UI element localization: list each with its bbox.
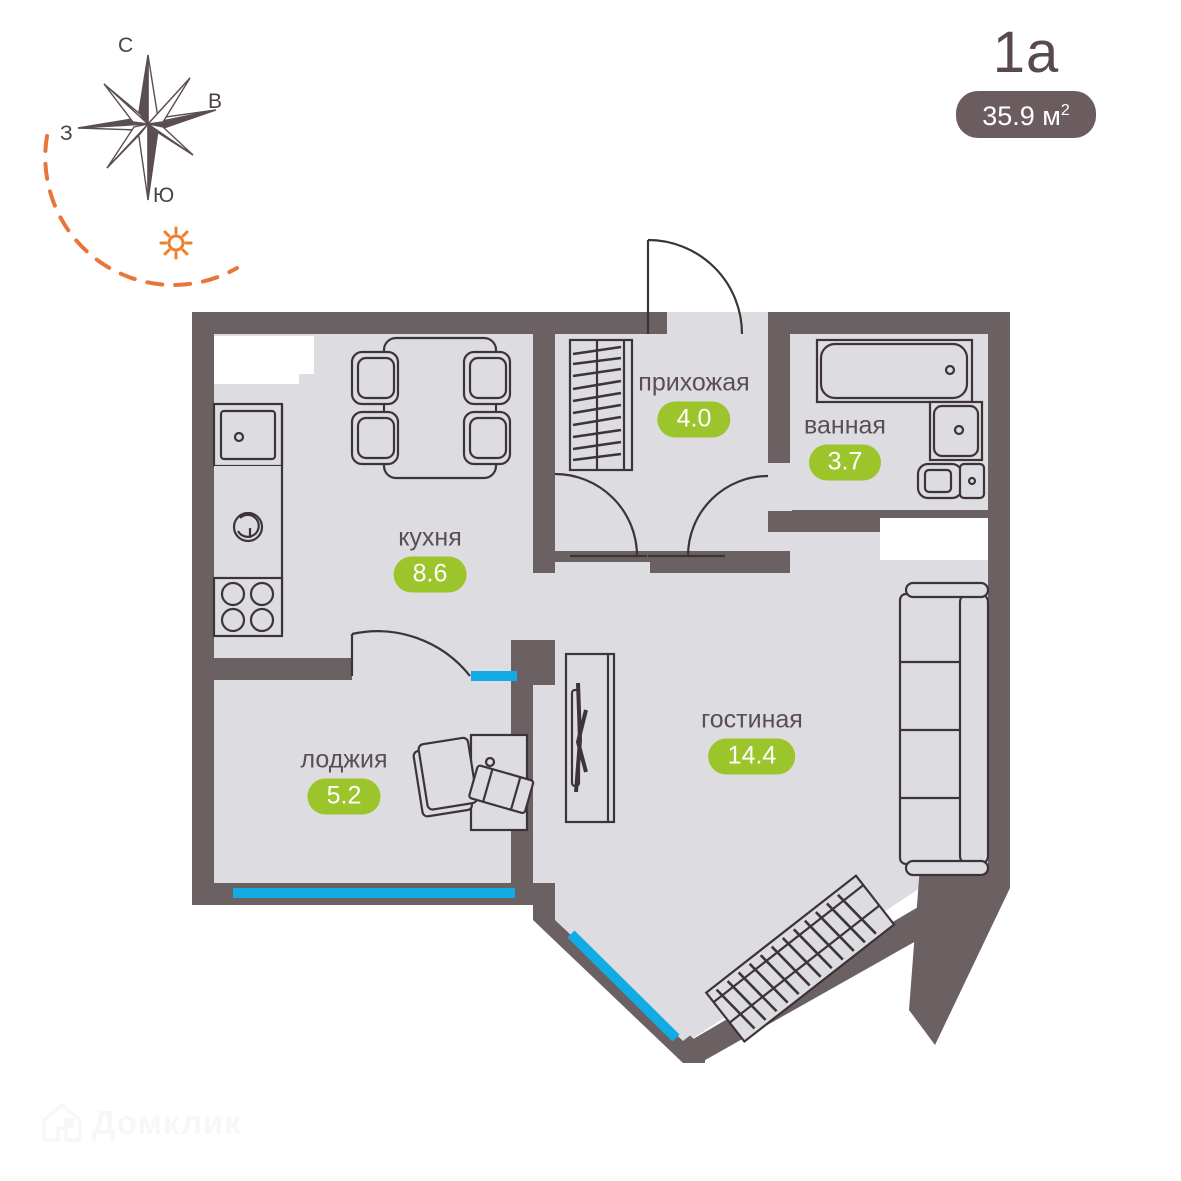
stove-burner-2 (249, 581, 275, 607)
compass-label-north: С (118, 34, 134, 57)
kitchen-sink-drain (233, 431, 245, 443)
tv-screen-glyph2 (575, 709, 588, 773)
dining-chair-3-seat (468, 356, 508, 400)
loggia-table-line-2 (509, 776, 522, 811)
wall-top (192, 312, 1010, 334)
living-door-arc (686, 474, 769, 557)
room-label-living: гостиная 14.4 (701, 706, 803, 775)
compass-label-south: Ю (153, 184, 175, 207)
room-area-badge: 8.6 (393, 556, 467, 593)
house-logo-icon (42, 1103, 82, 1142)
loggia-table-top (468, 764, 535, 815)
wall-kitchen-right (533, 312, 555, 562)
wardrobe-angled-hangers (715, 893, 877, 1030)
dining-chair-4-seat (468, 416, 508, 460)
sofa-armrest-top (904, 581, 990, 599)
domclick-watermark: Домклик (40, 1100, 242, 1144)
glazing-living-diagonal (567, 930, 680, 1042)
window-layer (214, 336, 988, 560)
dining-chair-1-seat (356, 356, 396, 400)
total-area-unit: м (1042, 101, 1061, 131)
room-name: прихожая (638, 368, 750, 397)
room-name: гостиная (701, 705, 803, 734)
stove-burner-1 (220, 581, 246, 607)
loggia-chair (412, 736, 479, 818)
wall-kitchen-left (192, 312, 214, 680)
kitchen-hob-arc (237, 513, 260, 538)
sofa-armrest-bottom (904, 859, 990, 877)
wall-entry-jamb (645, 312, 667, 334)
room-label-hallway: прихожая 4.0 (638, 368, 750, 438)
loggia-chair-back (417, 736, 479, 811)
wardrobe-angled (704, 874, 896, 1044)
living-furniture (564, 581, 990, 1044)
total-area-unit-sup: 2 (1060, 102, 1070, 119)
total-area-value: 35.9 (982, 101, 1035, 131)
stove-burner-3 (220, 607, 246, 633)
room-label-loggia: лоджия 5.2 (300, 745, 388, 815)
loggia-door-arc (351, 630, 471, 677)
loggia-cabinet-knob (484, 756, 496, 768)
compass-star (77, 54, 217, 201)
wardrobe-angled-rail2 (728, 904, 881, 1024)
watermark-text: Домклик (92, 1103, 242, 1141)
kitchen-sink-basin (219, 409, 277, 461)
wall-kitchen-loggia (192, 658, 352, 680)
window-kitchen (214, 336, 299, 384)
compass-label-west: З (60, 122, 73, 145)
wall-hall-bottom (646, 551, 790, 573)
wall-right-outer (988, 312, 1010, 888)
window-living-right (880, 518, 988, 560)
room-name: лоджия (300, 745, 388, 774)
room-name: ванная (804, 411, 886, 440)
living-fill (555, 573, 988, 1041)
room-area-badge: 4.0 (657, 401, 731, 438)
plan-header: 1а 35.9 м2 (916, 24, 1136, 138)
bath-door-opening (768, 463, 792, 511)
wall-hall-bath (768, 323, 790, 463)
washbasin-drain (953, 424, 965, 436)
room-area-badge: 5.2 (307, 778, 381, 815)
kitchen-furniture (212, 336, 512, 638)
stove-burner-4 (249, 607, 275, 633)
bathroom-fixtures (815, 338, 986, 500)
loggia-table-line-1 (482, 768, 494, 803)
loggia-furniture (412, 733, 535, 832)
bathtub-inner (819, 342, 969, 400)
wardrobe-hangers (572, 345, 622, 462)
wall-loggia-left (192, 680, 214, 905)
wall-bath-bottom (768, 510, 888, 532)
glazing-layer (233, 671, 680, 1042)
entry-opening-fill (667, 312, 768, 336)
entry-door-arc (647, 238, 744, 335)
hall-wardrobe (568, 338, 634, 472)
dining-chair-2-seat (356, 416, 396, 460)
sun-path-arc (43, 134, 239, 287)
sofa-backrest (958, 592, 990, 866)
wardrobe-angled-body (704, 874, 896, 1044)
sun-icon (159, 226, 193, 260)
bathtub-drain (944, 364, 956, 376)
room-label-bathroom: ванная 3.7 (804, 412, 886, 481)
compass-label-east: В (208, 90, 223, 113)
wall-bottom-stub (683, 1041, 705, 1063)
total-area-badge: 35.9 м2 (956, 91, 1096, 138)
room-name: кухня (398, 523, 462, 552)
compass-rose-icon (43, 54, 239, 287)
door-layer (350, 238, 769, 677)
kitchen-living-opening (555, 562, 650, 576)
loggia-table (468, 764, 535, 815)
apartment-type-title: 1а (992, 20, 1060, 85)
room-area-badge: 14.4 (708, 738, 796, 775)
room-label-kitchen: кухня 8.6 (393, 523, 467, 593)
toilet-seat (923, 468, 953, 494)
kitchen-door-arc (554, 472, 639, 557)
room-area-badge: 3.7 (808, 444, 882, 481)
toilet-button (967, 476, 977, 486)
